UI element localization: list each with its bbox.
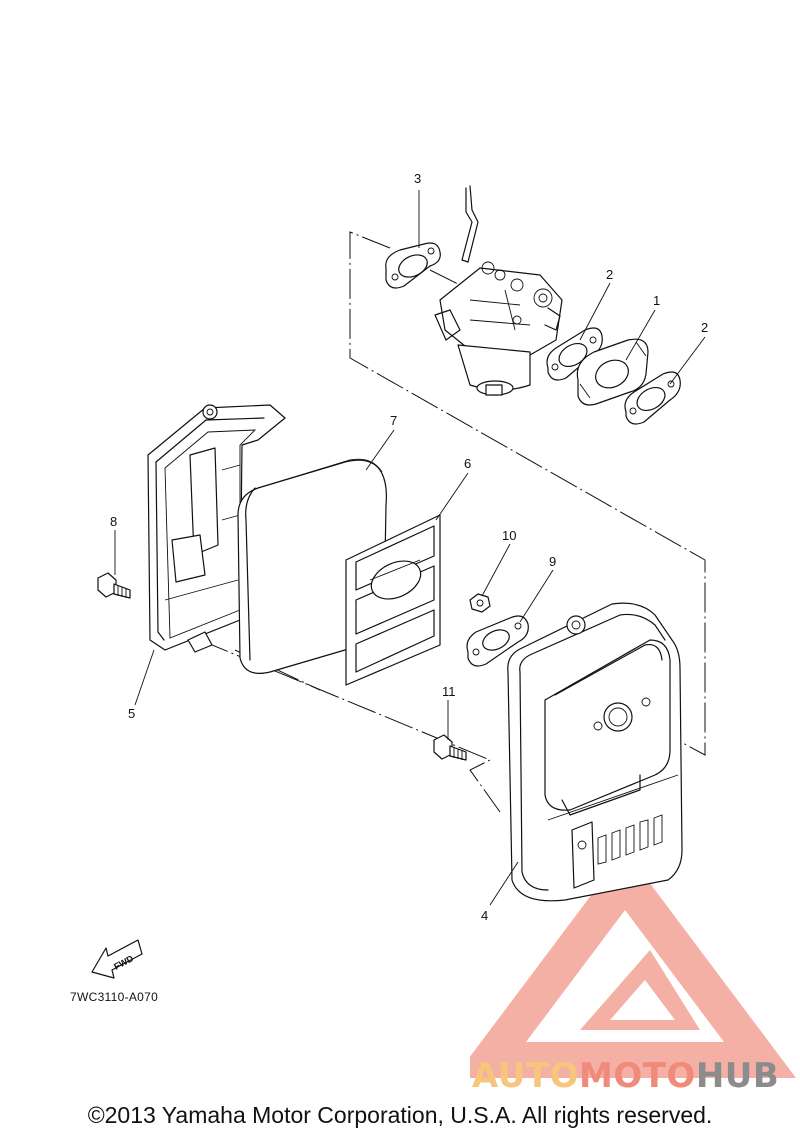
leader-lines <box>114 190 706 906</box>
part-number-1: 1 <box>653 293 660 308</box>
insulator-1 <box>576 338 649 406</box>
nut-10 <box>469 593 491 613</box>
watermark-word-hub: HUB <box>695 1056 780 1096</box>
gasket-2-right <box>624 371 681 425</box>
watermark-text: AUTOMOTOHUB <box>472 1056 779 1096</box>
part-number-6: 6 <box>464 456 471 471</box>
watermark-logo <box>470 880 796 1078</box>
element-plate-6 <box>345 514 441 686</box>
carburetor <box>434 185 563 396</box>
fwd-arrow-icon: FWD <box>91 939 143 979</box>
part-number-10: 10 <box>502 528 516 543</box>
gasket-9 <box>466 615 529 667</box>
gasket-3 <box>385 242 441 289</box>
part-number-3: 3 <box>414 171 421 186</box>
part-number-2-right: 2 <box>701 320 708 335</box>
part-number-8: 8 <box>110 514 117 529</box>
part-number-11: 11 <box>442 684 456 699</box>
watermark-word-auto: AUTO <box>472 1056 579 1096</box>
part-number-9: 9 <box>549 554 556 569</box>
bolt-8 <box>97 572 131 599</box>
cover-4 <box>507 602 683 902</box>
part-number-2-left: 2 <box>606 267 613 282</box>
copyright-notice: ©2013 Yamaha Motor Corporation, U.S.A. A… <box>87 1102 713 1128</box>
air-cleaner-case-5 <box>147 404 286 653</box>
part-number-7: 7 <box>390 413 397 428</box>
watermark-word-moto: MOTO <box>578 1056 696 1096</box>
watermark-triangle-icon <box>470 880 796 1078</box>
part-number-5: 5 <box>128 706 135 721</box>
diagram-code: 7WC3110-A070 <box>70 990 159 1004</box>
gasket-2-left <box>546 327 603 381</box>
part-numbers: 3 2 1 2 7 6 8 10 9 11 5 4 <box>110 171 708 923</box>
bolt-11 <box>433 734 467 761</box>
part-number-4: 4 <box>481 908 488 923</box>
